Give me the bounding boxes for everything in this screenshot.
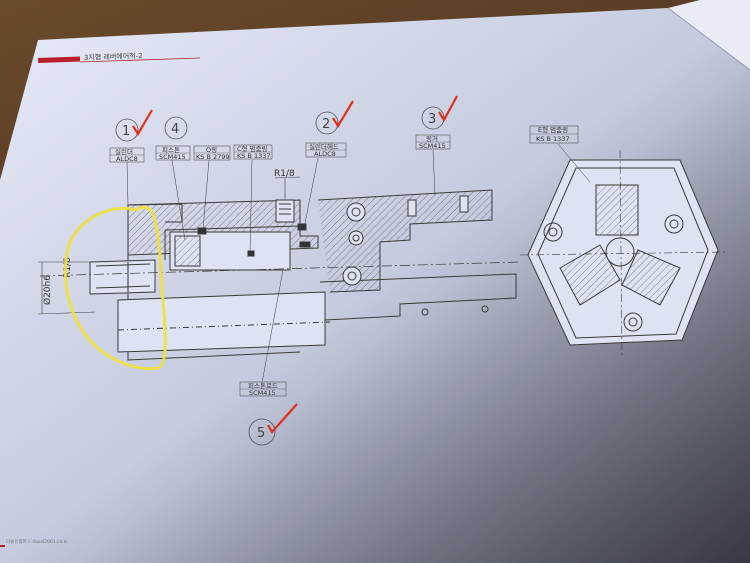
part-number: 2 [322,117,330,132]
part-spec: KS B 1337 [536,135,570,143]
chapter-title: 3지협 레버에어척-2 [84,51,143,62]
callout-e-ring: E형 멈춤링 KS B 1337 [529,125,579,144]
section-view [37,149,521,384]
part-name: 실린더헤드 [309,142,339,151]
part-spec: SCM415 [159,153,186,161]
part-number: 5 [257,426,265,441]
thread-dimension: R1/8 [274,169,295,179]
highlighter-mark [63,205,167,371]
part-number: 3 [428,112,436,127]
roughness-dimension: R1/6 [63,257,73,278]
part-number: 1 [122,124,130,139]
right-page-text: … [730,149,736,154]
callout-part-4: 4 피스톤 SCM415 [155,116,191,161]
part-name: C형 멈춤링 [237,144,268,153]
check-mark [332,100,354,129]
part-name: 피스톤 [162,145,180,154]
part-name: E형 멈춤링 [538,125,568,134]
part-spec: SCM415 [419,142,446,150]
end-view [519,143,726,356]
part-name: 피스톤로드 [248,381,278,390]
footer-publisher: 다솔유캠퍼스 dasol2001.co.kr [6,538,68,545]
part-spec: ALDC8 [116,155,138,163]
part-spec: ALDC8 [314,150,336,158]
callout-o-ring: O링 KS B 2799 [193,145,231,161]
part-spec: KS B 1337 [237,152,271,160]
callout-part-1: 1 실린더 ALDC8 [109,109,153,163]
part-name: 실린더 [115,147,133,156]
callout-part-3: 3 링거 SCM415 [415,95,458,150]
check-mark [132,109,153,137]
part-name: 링거 [426,134,438,143]
next-page-edge [668,0,750,70]
part-spec: KS B 2799 [196,153,230,161]
callout-part-5: 피스톤로드 SCM415 5 [239,381,298,446]
check-mark [438,95,458,123]
part-number: 4 [171,122,179,137]
callout-part-2: 2 실린더헤드 ALDC8 [305,100,354,158]
page-header: 3지협 레버에어척-2 [38,51,201,63]
part-spec: SCM415 [249,389,276,397]
check-mark [267,403,298,434]
part-name: O링 [206,146,217,154]
diameter-dimension: Ø20h6 [42,275,53,305]
callout-c-ring: C형 멈춤링 KS B 1337 [233,144,273,160]
